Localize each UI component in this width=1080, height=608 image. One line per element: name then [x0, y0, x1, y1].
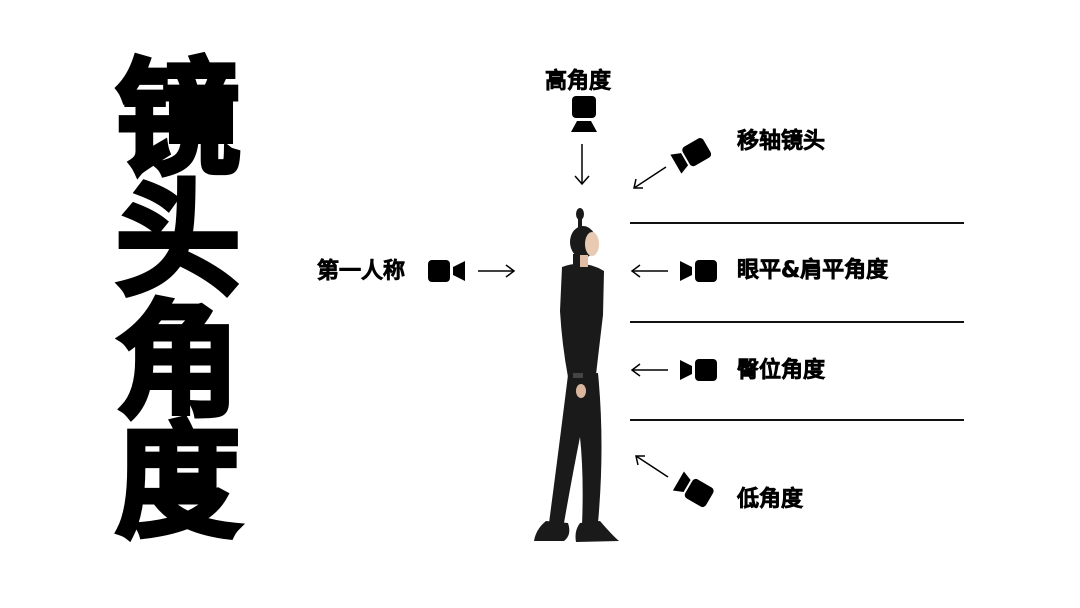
- page-title: 镜 头 角 度: [108, 48, 248, 555]
- arrow-diagonal-down-left-icon: [633, 166, 667, 189]
- tilt-shift-label: 移轴镜头: [737, 129, 826, 154]
- eye-shoulder-label: 眼平&肩平角度: [737, 258, 889, 283]
- title-char: 角: [113, 290, 242, 434]
- arrow-right-icon: [478, 264, 516, 278]
- title-char: 度: [113, 411, 242, 555]
- title-char: 镜: [113, 48, 242, 192]
- camera-tilted-down-icon: [670, 138, 712, 174]
- arrow-diagonal-up-left-icon: [635, 455, 669, 478]
- camera-left-icon: [680, 260, 717, 282]
- camera-right-icon: [428, 260, 465, 282]
- first-person-label: 第一人称: [317, 259, 406, 284]
- divider-line: [630, 321, 964, 323]
- arrow-down-icon: [574, 144, 590, 186]
- camera-left-icon: [680, 359, 717, 381]
- divider-line: [630, 419, 964, 421]
- low-angle-label: 低角度: [737, 487, 804, 512]
- title-char: 头: [113, 169, 242, 313]
- person-figure: [534, 208, 619, 542]
- arrow-left-icon: [630, 363, 668, 377]
- high-angle-label: 高角度: [545, 69, 612, 94]
- camera-down-icon: [571, 96, 597, 132]
- camera-tilted-up-icon: [672, 471, 714, 508]
- arrow-left-icon: [630, 264, 668, 278]
- hip-level-label: 臀位角度: [737, 358, 826, 383]
- divider-line: [630, 222, 964, 224]
